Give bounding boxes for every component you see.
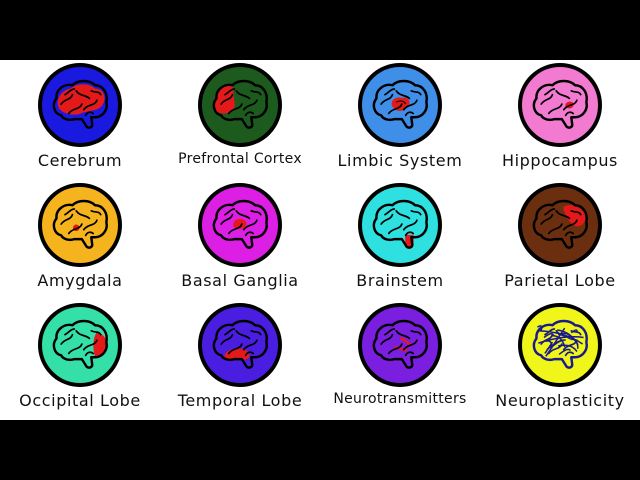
brain-icon xyxy=(212,319,268,369)
brain-icon xyxy=(532,319,588,369)
occipital-lobe-disc xyxy=(38,303,122,387)
temporal-lobe-label: Temporal Lobe xyxy=(177,391,303,410)
amygdala-disc xyxy=(38,183,122,267)
item-occipital-lobe[interactable]: Occipital Lobe xyxy=(0,300,160,420)
content-panel: Cerebrum Prefrontal Cortex Limbic System… xyxy=(0,60,640,420)
item-temporal-lobe[interactable]: Temporal Lobe xyxy=(160,300,320,420)
parietal-lobe-label: Parietal Lobe xyxy=(504,271,616,290)
brainstem-disc xyxy=(358,183,442,267)
neuroplasticity-disc xyxy=(518,303,602,387)
item-neuroplasticity[interactable]: Neuroplasticity xyxy=(480,300,640,420)
brain-icon xyxy=(372,199,428,249)
item-basal-ganglia[interactable]: Basal Ganglia xyxy=(160,180,320,300)
brainstem-label: Brainstem xyxy=(356,271,444,290)
prefrontal-cortex-disc xyxy=(198,63,282,147)
limbic-system-disc xyxy=(358,63,442,147)
item-cerebrum[interactable]: Cerebrum xyxy=(0,60,160,180)
temporal-lobe-disc xyxy=(198,303,282,387)
brain-icon xyxy=(372,79,428,129)
brain-icon xyxy=(52,199,108,249)
brain-icon xyxy=(532,199,588,249)
hippocampus-disc xyxy=(518,63,602,147)
item-parietal-lobe[interactable]: Parietal Lobe xyxy=(480,180,640,300)
item-limbic-system[interactable]: Limbic System xyxy=(320,60,480,180)
basal-ganglia-disc xyxy=(198,183,282,267)
item-amygdala[interactable]: Amygdala xyxy=(0,180,160,300)
brain-icon xyxy=(52,79,108,129)
basal-ganglia-label: Basal Ganglia xyxy=(181,271,299,290)
limbic-system-label: Limbic System xyxy=(337,151,463,170)
cerebrum-disc xyxy=(38,63,122,147)
hippocampus-label: Hippocampus xyxy=(502,151,618,170)
prefrontal-cortex-label: Prefrontal Cortex xyxy=(178,151,302,167)
brain-icon xyxy=(212,79,268,129)
brain-icon xyxy=(532,79,588,129)
amygdala-label: Amygdala xyxy=(37,271,123,290)
cerebrum-label: Cerebrum xyxy=(37,151,123,170)
item-neurotransmitters[interactable]: Neurotransmitters xyxy=(320,300,480,420)
item-hippocampus[interactable]: Hippocampus xyxy=(480,60,640,180)
item-prefrontal-cortex[interactable]: Prefrontal Cortex xyxy=(160,60,320,180)
brain-icon xyxy=(372,319,428,369)
brain-regions-grid: Cerebrum Prefrontal Cortex Limbic System… xyxy=(0,60,640,420)
brain-icon xyxy=(52,319,108,369)
occipital-lobe-label: Occipital Lobe xyxy=(19,391,141,410)
neuroplasticity-label: Neuroplasticity xyxy=(495,391,625,410)
neurotransmitters-disc xyxy=(358,303,442,387)
neurotransmitters-label: Neurotransmitters xyxy=(333,391,467,407)
brain-icon xyxy=(212,199,268,249)
item-brainstem[interactable]: Brainstem xyxy=(320,180,480,300)
parietal-lobe-disc xyxy=(518,183,602,267)
